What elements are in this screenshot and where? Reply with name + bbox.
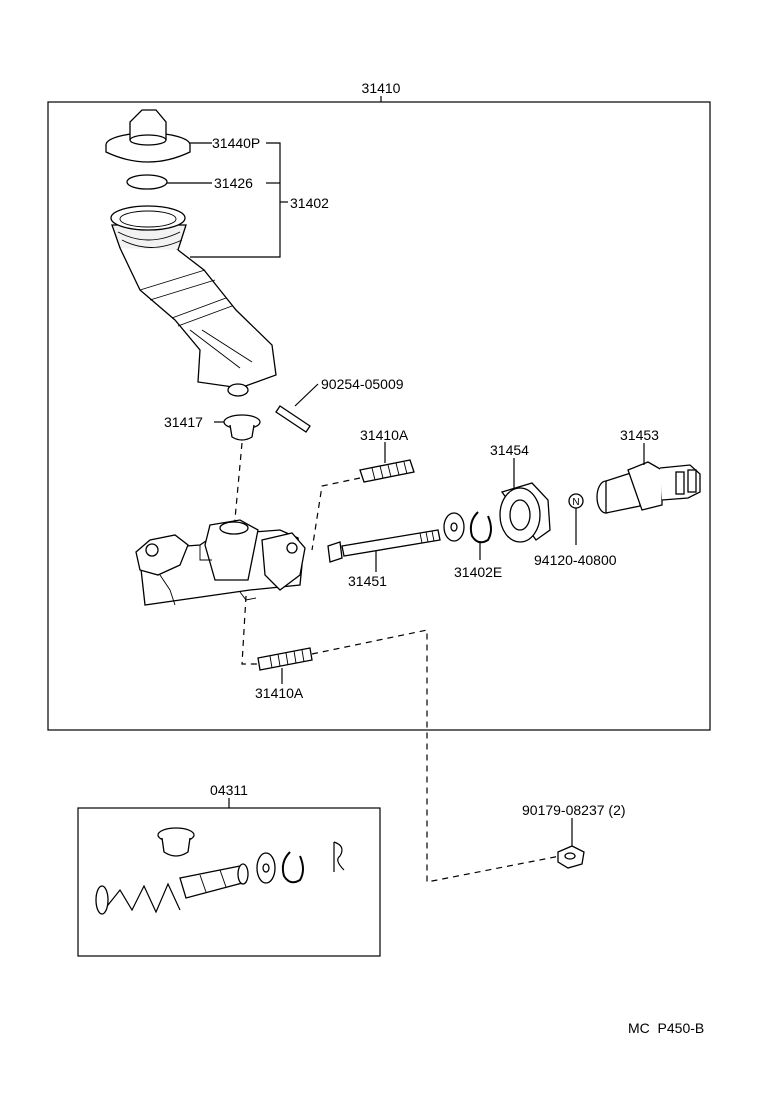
reservoir-cap-part (105, 109, 191, 163)
push-rod-part (327, 529, 441, 563)
boot-part (499, 482, 551, 543)
label-clevis: 31453 (620, 427, 659, 443)
label-stud-upper: 31410A (360, 427, 409, 443)
label-cap-gasket: 31426 (214, 175, 253, 191)
label-pin: 90254-05009 (321, 376, 404, 392)
master-cylinder-body (135, 519, 306, 606)
kit-washer-part (256, 852, 276, 884)
kit-piston-part (179, 863, 249, 899)
grommet-part (223, 414, 261, 441)
washer-part (443, 512, 465, 542)
drawing-code: MC P450-B (628, 1020, 704, 1036)
stud-upper-part (359, 459, 415, 483)
snap-ring-part (469, 511, 492, 544)
label-push-rod: 31451 (348, 573, 387, 589)
assembly-frame (47, 101, 711, 731)
label-flange-nut: 90179-08237 (2) (522, 802, 626, 818)
label-nut: 94120-40800 (534, 552, 617, 568)
svg-text:N: N (572, 497, 579, 508)
kit-snap-ring-part (281, 851, 304, 884)
label-snap-ring: 31402E (454, 564, 502, 580)
label-grommet: 31417 (164, 414, 203, 430)
label-reservoir-set: 31402 (290, 195, 329, 211)
cap-gasket-part (126, 174, 168, 190)
kit-grommet-part (157, 827, 195, 857)
label-assembly: 31410 (362, 80, 401, 96)
label-boot: 31454 (490, 442, 529, 458)
label-kit: 04311 (210, 782, 248, 798)
label-stud-lower: 31410A (255, 685, 304, 701)
label-reservoir-cap: 31440P (212, 135, 260, 151)
kit-clip-part (333, 841, 345, 872)
nut-n-part: N (568, 493, 584, 509)
stud-lower-part (257, 647, 313, 671)
flange-nut-part (557, 845, 585, 869)
clevis-part (596, 461, 701, 514)
pin-part (275, 405, 311, 433)
reservoir-part (110, 205, 277, 397)
kit-spring-part (95, 882, 181, 915)
